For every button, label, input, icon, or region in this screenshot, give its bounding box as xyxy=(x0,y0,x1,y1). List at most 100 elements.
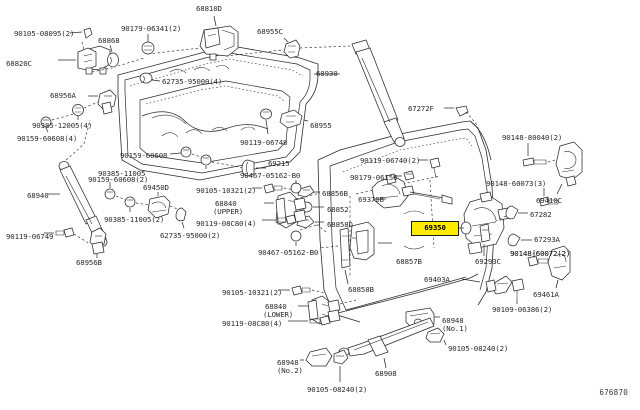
part-number-label: 68852 xyxy=(327,205,349,214)
part-number-label: 67272F xyxy=(408,104,434,113)
part-number-label: 90467-05162-B0 xyxy=(258,248,319,257)
part-90385-11005-2 xyxy=(124,196,136,208)
part-68955C xyxy=(283,39,301,59)
part-number-label: 62735-95000(2) xyxy=(160,231,221,240)
part-number-label: 68857B xyxy=(396,257,422,266)
part-number-label: 90159-60608(4) xyxy=(17,134,78,143)
part-number-label: 69410C xyxy=(536,196,562,205)
part-67293A xyxy=(507,233,521,247)
part-68930 xyxy=(351,39,406,147)
part-number-label: 90179-06156 xyxy=(350,173,398,182)
part-90119-06740 xyxy=(429,157,441,179)
part-number-label: 68810D xyxy=(196,4,222,13)
part-90159-60608-mid xyxy=(180,146,192,158)
part-90159-60608-4 xyxy=(40,116,52,128)
part-90385-12005 xyxy=(72,104,84,116)
part-number-label: 68956B xyxy=(76,258,102,267)
leader-90105-08095 xyxy=(81,41,85,51)
part-number-label: 90119-06749 xyxy=(6,232,54,241)
part-number-label: 69215 xyxy=(268,159,290,168)
part-number-label: 90148-80040(2) xyxy=(502,133,563,142)
part-68956A xyxy=(97,89,117,115)
part-number-label: 68868 xyxy=(98,36,120,45)
part-number-label: 90148-60073(3) xyxy=(486,179,547,188)
part-number-label: 67282 xyxy=(530,210,552,219)
part-90148-60073 xyxy=(539,196,559,207)
part-number-label: 69450D xyxy=(143,183,169,192)
part-90179-06341 xyxy=(141,41,155,55)
part-90109-06386 xyxy=(511,278,525,302)
part-number-label: 90105-08240(2) xyxy=(448,344,509,353)
part-90148-60072 xyxy=(527,255,549,267)
part-62735-95000 xyxy=(139,72,153,84)
part-90159-60608-2 xyxy=(104,188,116,200)
part-number-label: 90467-05162-B0 xyxy=(240,171,301,180)
highlighted-part-69350[interactable]: 69350 xyxy=(411,221,459,236)
part-90105-10321-upper xyxy=(263,183,283,194)
part-number-label: 67293A xyxy=(534,235,560,244)
part-68856B xyxy=(297,185,315,198)
part-90148-80040 xyxy=(522,157,547,167)
part-number-label: 68858B xyxy=(348,285,374,294)
part-number-label: 68856B xyxy=(322,189,348,198)
part-number-label: 90105-08095(2) xyxy=(14,29,75,38)
part-68868 xyxy=(107,52,119,68)
part-number-label: 90148-60072(2) xyxy=(510,249,571,258)
part-number-label: 90385-11005 xyxy=(98,169,146,178)
part-number-label: 68940 xyxy=(27,191,49,200)
part-number-label: 90119-08C80(4) xyxy=(222,319,283,328)
part-number-label: 90119-08C80(4) xyxy=(196,219,257,228)
highlighted-part-label: 69350 xyxy=(424,223,446,233)
part-number-label: 69461A xyxy=(533,290,559,299)
part-69215 xyxy=(241,159,255,177)
part-67282 xyxy=(505,205,519,220)
part-68948-no2 xyxy=(305,347,333,367)
part-number-label: (LOWER) xyxy=(263,310,294,319)
part-69403A xyxy=(485,275,513,295)
back-door-upper-panel xyxy=(117,45,319,181)
part-number-label: 68930 xyxy=(316,69,338,78)
part-90105-08240-left xyxy=(333,349,349,365)
sheet-id: 676870 xyxy=(599,388,628,397)
part-number-label: (No.2) xyxy=(277,366,303,375)
part-69370B xyxy=(371,173,453,209)
part-69293C xyxy=(479,223,491,243)
part-67272F xyxy=(455,105,469,117)
part-number-label: 90119-06740(2) xyxy=(360,156,421,165)
part-number-label: 90385-11005(2) xyxy=(104,215,165,224)
part-69461A xyxy=(547,245,571,281)
part-69450D xyxy=(147,195,171,219)
part-number-label: 90385-12005(4) xyxy=(32,121,93,130)
part-number-label: 90105-08240(2) xyxy=(307,385,368,394)
part-90119-08C80-lower xyxy=(309,315,331,326)
part-number-label: 69403A xyxy=(424,275,450,284)
part-number-label: 68956A xyxy=(50,91,76,100)
part-90179-06156 xyxy=(403,170,415,181)
part-90119-06749 xyxy=(55,227,75,238)
part-number-label: 90109-06386(2) xyxy=(492,305,553,314)
part-number-label: (No.1) xyxy=(442,324,468,333)
part-68840-lower xyxy=(307,295,341,325)
part-90385-11005 xyxy=(200,154,212,166)
part-90105-08095 xyxy=(83,27,93,39)
part-number-label: 68955 xyxy=(310,121,332,130)
part-69350 xyxy=(460,191,511,255)
part-68908 xyxy=(338,317,435,357)
part-number-label: 68948 xyxy=(442,316,464,325)
part-90467-05162-upper xyxy=(290,182,302,194)
part-90119-06748-mid xyxy=(260,108,272,120)
part-number-label: 68820C xyxy=(6,59,32,68)
part-number-label: 90119-06748 xyxy=(240,138,288,147)
part-68810D xyxy=(199,25,239,61)
part-68955 xyxy=(279,109,303,129)
part-number-label: 68955C xyxy=(257,27,283,36)
part-number-label: 90159-60608 xyxy=(120,151,168,160)
part-90105-08240-right xyxy=(425,327,445,343)
part-number-label: 69293C xyxy=(475,257,501,266)
part-69410C xyxy=(555,141,583,187)
part-68857B xyxy=(349,221,375,261)
part-90119-08C80-upper xyxy=(277,214,297,225)
part-number-label: 68858D xyxy=(327,220,353,229)
